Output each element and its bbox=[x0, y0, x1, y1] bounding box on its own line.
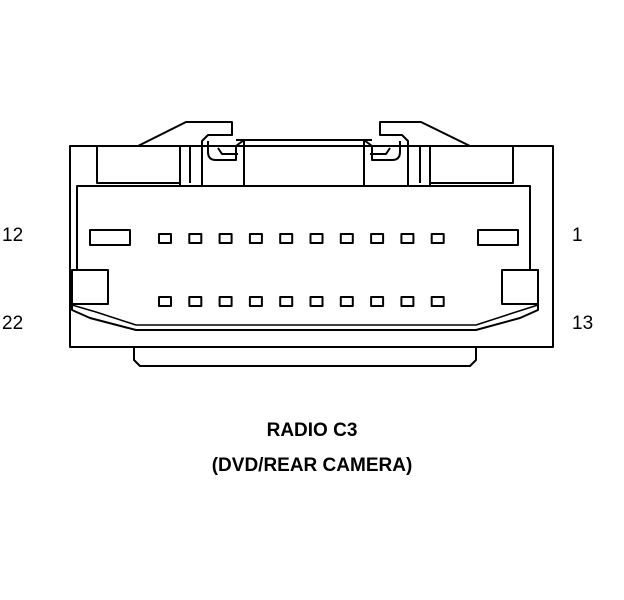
cavity-2 bbox=[430, 233, 445, 244]
cavity-12 bbox=[89, 229, 131, 246]
cavity-13 bbox=[400, 296, 415, 307]
cavity-7 bbox=[279, 233, 294, 244]
connector-housing bbox=[69, 145, 554, 348]
left-key bbox=[71, 269, 109, 305]
cavity-15 bbox=[339, 296, 354, 307]
cavity-9 bbox=[218, 233, 233, 244]
cavity-19 bbox=[218, 296, 233, 307]
connector-subtitle: (DVD/REAR CAMERA) bbox=[211, 455, 413, 476]
connector-latch bbox=[70, 121, 553, 187]
cavity-20 bbox=[188, 296, 203, 307]
cavity-16 bbox=[309, 296, 324, 307]
top-row-cavities bbox=[158, 233, 445, 244]
cavity-5 bbox=[339, 233, 354, 244]
connector-bottom-rail bbox=[133, 347, 477, 367]
cavity-8 bbox=[248, 233, 263, 244]
connector-title: RADIO C3 bbox=[266, 420, 358, 441]
pin-label-12: 12 bbox=[2, 225, 24, 246]
cavity-3 bbox=[400, 233, 415, 244]
bottom-row-cavities bbox=[158, 296, 445, 307]
pin-label-13: 13 bbox=[572, 313, 594, 334]
cavity-21 bbox=[158, 296, 172, 307]
pin-label-1: 1 bbox=[572, 225, 583, 246]
cavity-6 bbox=[309, 233, 324, 244]
connector-inner-face bbox=[71, 185, 539, 331]
cavity-18 bbox=[248, 296, 263, 307]
cavity-11 bbox=[158, 233, 172, 244]
cavity-10 bbox=[188, 233, 203, 244]
right-key bbox=[501, 269, 539, 305]
cavity-1 bbox=[477, 229, 519, 246]
cavity-12 bbox=[430, 296, 445, 307]
cavity-14 bbox=[370, 296, 385, 307]
pin-label-22: 22 bbox=[2, 313, 24, 334]
cavity-17 bbox=[279, 296, 294, 307]
cavity-4 bbox=[370, 233, 385, 244]
